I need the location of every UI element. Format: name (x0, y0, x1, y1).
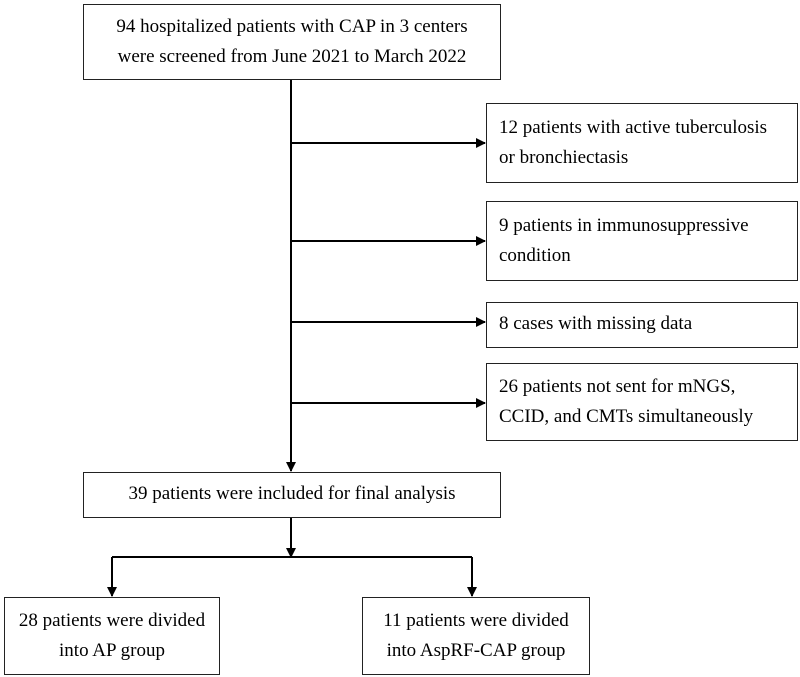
exclusion-3-line-1: 8 cases with missing data (499, 313, 693, 334)
asprf-cap-group-box: 11 patients were divided into AspRF-CAP … (362, 597, 590, 675)
exclusion-2-line-2: condition (499, 245, 571, 267)
exclusion-1-line-1: 12 patients with active tuberculosis (499, 117, 768, 138)
asprf-group-line-2: into AspRF-CAP group (386, 640, 566, 662)
ap-group-line-2: into AP group (59, 640, 165, 662)
exclusion-box-immunosuppressive: 9 patients in immunosuppressive conditio… (486, 201, 798, 281)
exclusion-box-tuberculosis: 12 patients with active tuberculosis or … (486, 103, 798, 183)
screening-line-2: were screened from June 2021 to March 20… (117, 46, 467, 68)
exclusion-1-line-2: or bronchiectasis (499, 147, 629, 169)
exclusion-box-not-sent: 26 patients not sent for mNGS, CCID, and… (486, 363, 798, 441)
asprf-group-line-1: 11 patients were divided (383, 610, 569, 631)
included-box: 39 patients were included for final anal… (83, 472, 501, 518)
included-line-1: 39 patients were included for final anal… (128, 483, 456, 504)
ap-group-box: 28 patients were divided into AP group (4, 597, 220, 675)
ap-group-line-1: 28 patients were divided (18, 610, 206, 631)
exclusion-4-line-2: CCID, and CMTs simultaneously (499, 406, 754, 428)
exclusion-4-line-1: 26 patients not sent for mNGS, (499, 376, 736, 397)
screening-box: 94 hospitalized patients with CAP in 3 c… (83, 4, 501, 80)
screening-line-1: 94 hospitalized patients with CAP in 3 c… (116, 16, 468, 37)
exclusion-box-missing-data: 8 cases with missing data (486, 302, 798, 348)
exclusion-2-line-1: 9 patients in immunosuppressive (499, 215, 749, 236)
